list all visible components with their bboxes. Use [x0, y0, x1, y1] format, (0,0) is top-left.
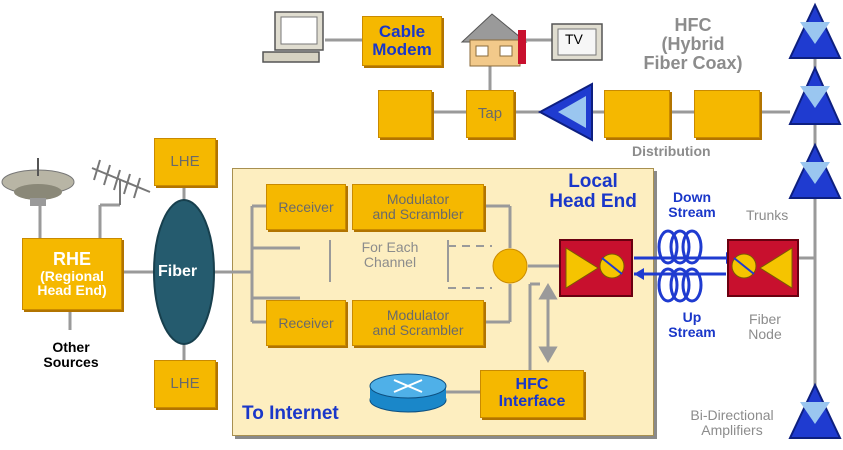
optical-converter-icon — [727, 239, 799, 297]
receiver-top-label: Receiver — [278, 198, 334, 215]
up-stream-label: Up Stream — [668, 309, 716, 340]
tv-icon — [551, 23, 603, 61]
fiber-label: Fiber — [158, 263, 198, 280]
down-stream-label: Down Stream — [668, 189, 716, 220]
modulator-top-box: Modulator and Scrambler — [352, 184, 484, 230]
rhe-label: RHE — [52, 248, 91, 269]
coil-icon — [634, 229, 726, 303]
modulator-top-label: Modulator and Scrambler — [372, 191, 464, 222]
rhe-box: RHE (Regional Head End) — [22, 238, 122, 310]
receiver-bottom-box: Receiver — [266, 300, 346, 346]
optical-converter-icon — [559, 239, 633, 297]
trunks-label: Trunks — [746, 207, 789, 223]
house-icon — [460, 13, 528, 67]
local-head-end-title: Local Head End — [549, 171, 637, 212]
receiver-bottom-label: Receiver — [278, 314, 334, 331]
router-icon — [369, 373, 447, 413]
lhe-top-label: LHE — [170, 153, 200, 171]
drop-box — [378, 90, 432, 138]
bidirectional-amplifiers-label: Bi-Directional Amplifiers — [690, 407, 774, 438]
amplifier-icon — [537, 82, 593, 142]
combiner-node — [492, 248, 528, 284]
distribution-box-2 — [694, 90, 760, 138]
other-sources-label: Other Sources — [43, 339, 99, 370]
tap-label: Tap — [477, 105, 503, 123]
hfc-interface-box: HFC Interface — [480, 370, 584, 418]
lhe-bottom-label: LHE — [170, 375, 200, 393]
cable-modem-box: Cable Modem — [362, 16, 442, 66]
fiber-node-label: Fiber Node — [748, 311, 782, 342]
distribution-box-1 — [604, 90, 670, 138]
tv-label: TV — [565, 31, 583, 47]
for-each-channel-label: For Each Channel — [361, 239, 419, 270]
lhe-top-box: LHE — [154, 138, 216, 186]
tap-box: Tap — [466, 90, 514, 138]
computer-icon — [262, 11, 324, 63]
modulator-bottom-label: Modulator and Scrambler — [372, 307, 464, 338]
hfc-interface-label: HFC Interface — [498, 376, 566, 410]
lhe-bottom-box: LHE — [154, 360, 216, 408]
amplifier-icon — [788, 2, 842, 439]
receiver-top-box: Receiver — [266, 184, 346, 230]
to-internet-label: To Internet — [242, 403, 339, 424]
modulator-bottom-box: Modulator and Scrambler — [352, 300, 484, 346]
rhe-sub-label: (Regional Head End) — [37, 267, 107, 299]
antenna-icon — [91, 159, 151, 205]
satellite-dish-icon — [1, 158, 75, 206]
distribution-label: Distribution — [632, 143, 711, 159]
cable-modem-label: Cable Modem — [372, 22, 432, 59]
fiber-cable-ellipse — [153, 199, 215, 345]
hfc-title: HFC (Hybrid Fiber Coax) — [643, 15, 743, 73]
